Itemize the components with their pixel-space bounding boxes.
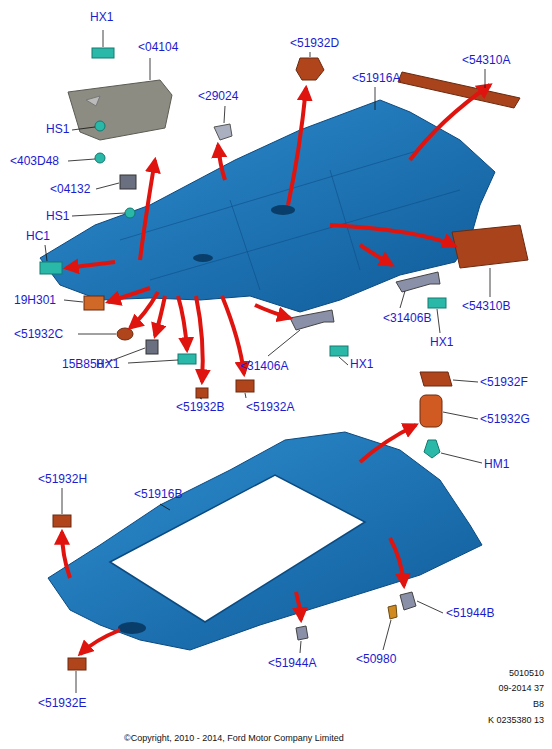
- callout-number: <51932E: [38, 696, 86, 710]
- callout-number: HX1: [430, 335, 453, 349]
- callout-number: <51932G: [480, 412, 530, 426]
- callout-number: <51932D: [290, 36, 339, 50]
- callout-number: <51916B: [134, 487, 182, 501]
- callout-number: <403D48: [10, 154, 59, 168]
- callout-number: <51916A: [352, 71, 400, 85]
- drawing-note: 5010510: [509, 668, 544, 679]
- headliner-lower: [48, 432, 482, 650]
- callout-number: <31406A: [240, 359, 288, 373]
- callout-number: <04104: [138, 40, 178, 54]
- callout-number: <51932B: [176, 400, 224, 414]
- sunroof-opening: [110, 475, 365, 622]
- callout-number: <54310B: [462, 299, 510, 313]
- callout-number: HX1: [350, 357, 373, 371]
- callout-number: <51932F: [480, 375, 528, 389]
- callout-number: HS1: [46, 209, 69, 223]
- callout-number: <51944B: [446, 606, 494, 620]
- drawing-note: ©Copyright, 2010 - 2014, Ford Motor Comp…: [124, 733, 344, 744]
- callout-number: HX1: [90, 10, 113, 24]
- callout-number: HC1: [26, 229, 50, 243]
- callout-number: HM1: [484, 457, 509, 471]
- callout-number: 19H301: [14, 293, 56, 307]
- callout-number: HS1: [46, 122, 69, 136]
- drawing-note: B8: [533, 699, 544, 710]
- grab-handle: [290, 310, 334, 330]
- sun-visor: [68, 80, 172, 140]
- drawing-note: K 0235380 13: [488, 715, 544, 726]
- callout-number: <51932H: [38, 472, 87, 486]
- callout-number: <31406B: [383, 311, 431, 325]
- callout-number: <29024: [198, 89, 238, 103]
- drawing-note: 09-2014 37: [498, 683, 544, 694]
- callout-number: <51932A: [246, 400, 294, 414]
- callout-number: <51932C: [14, 327, 63, 341]
- callout-number: <54310A: [462, 53, 510, 67]
- callout-number: <51944A: [268, 656, 316, 670]
- grab-handle: [396, 272, 440, 292]
- callout-number: HX1: [96, 357, 119, 371]
- callout-number: <50980: [356, 652, 396, 666]
- callout-number: <04132: [50, 182, 90, 196]
